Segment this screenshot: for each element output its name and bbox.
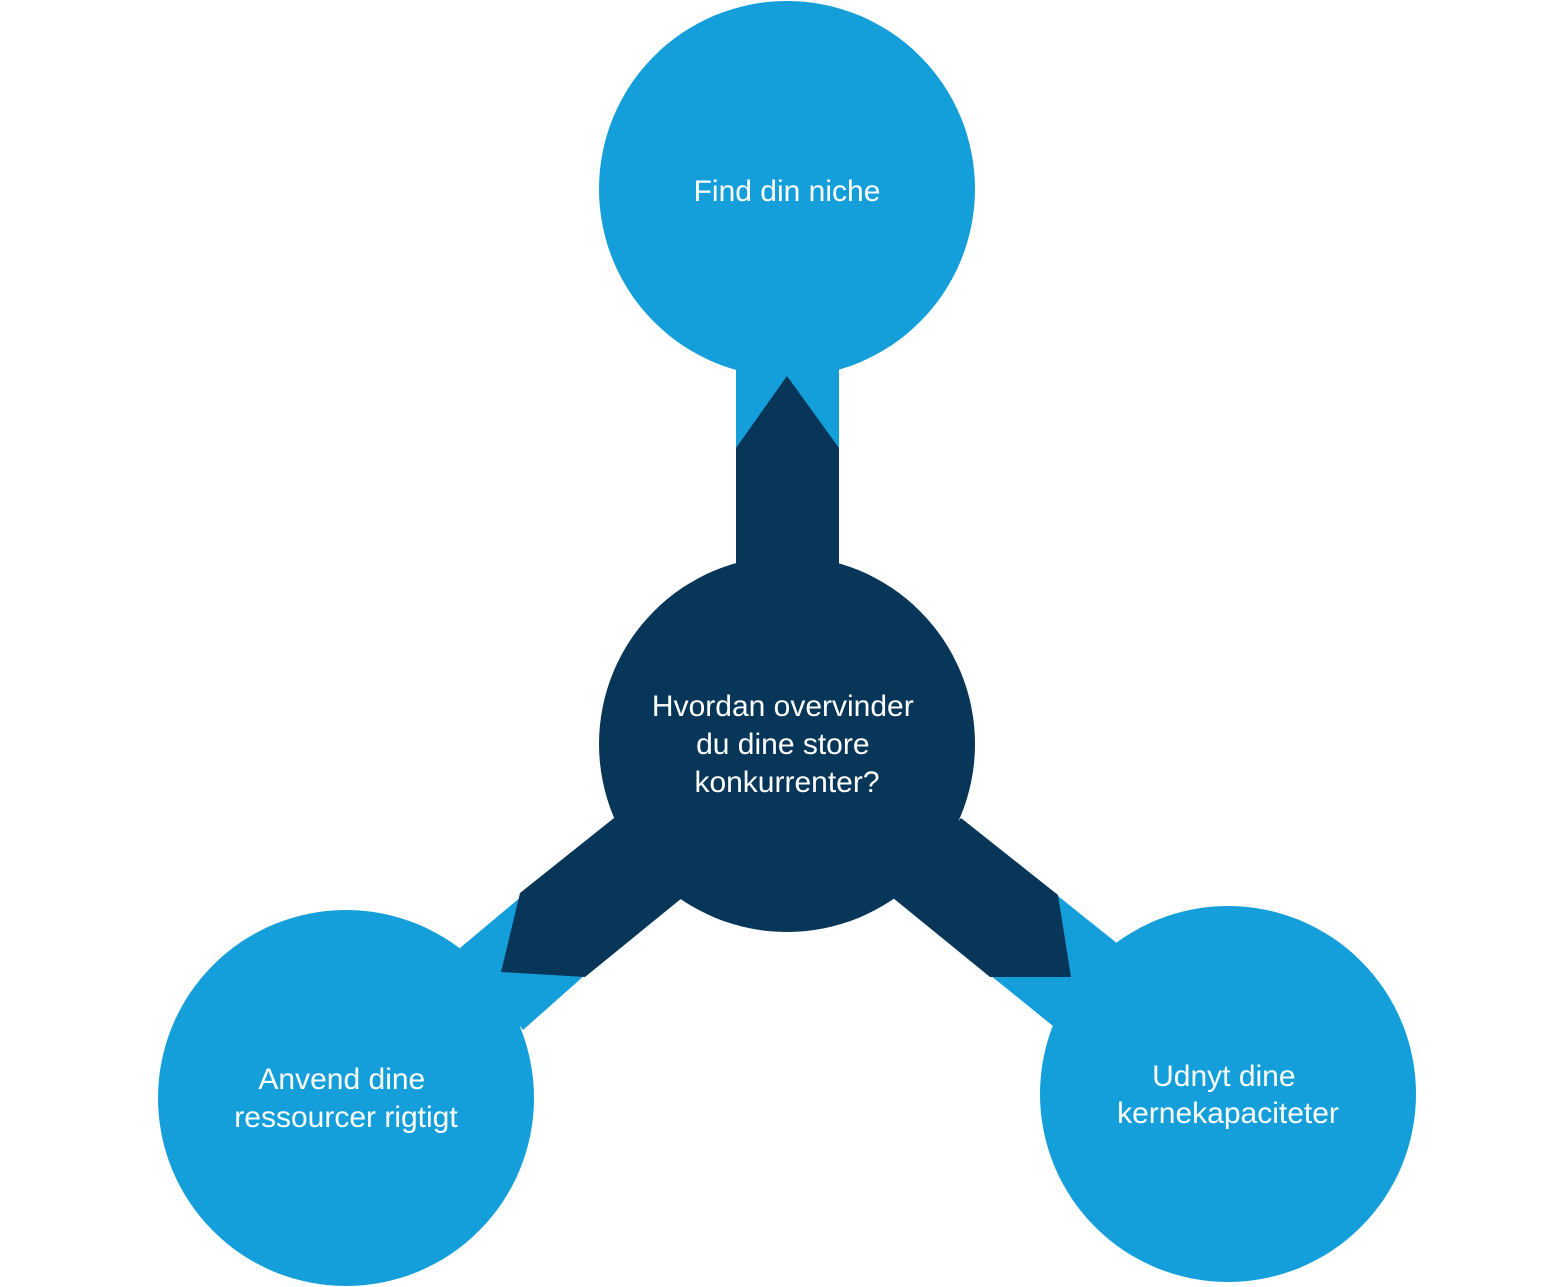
node-left-label: Anvend dine ressourcer rigtigt: [234, 1063, 458, 1134]
center-hub: [501, 376, 1071, 977]
center-line-2: du dine store: [696, 728, 869, 761]
arrow-arm-right: [893, 818, 1071, 977]
arrow-arm-left: [501, 818, 682, 977]
arrow-arm-top: [736, 376, 839, 600]
outer-nodes: [158, 1, 1416, 1286]
center-line-1: Hvordan overvinder: [652, 690, 914, 723]
center-label: Hvordan overvinder du dine store konkurr…: [652, 690, 922, 799]
node-right-circle: [1040, 906, 1416, 1282]
node-left-line-2: ressourcer rigtigt: [234, 1101, 458, 1134]
node-top-line-1: Find din niche: [694, 175, 881, 208]
node-right-line-2: kernekapaciteter: [1117, 1097, 1339, 1130]
node-right-label: Udnyt dine kernekapaciteter: [1117, 1060, 1339, 1130]
node-left-line-1: Anvend dine: [258, 1063, 425, 1096]
node-left-circle: [158, 910, 534, 1286]
node-top-circle: [599, 1, 975, 377]
node-top-label: Find din niche: [694, 175, 881, 208]
node-right-line-1: Udnyt dine: [1152, 1060, 1295, 1093]
center-circle: [599, 556, 975, 932]
center-line-3: konkurrenter?: [694, 766, 879, 799]
